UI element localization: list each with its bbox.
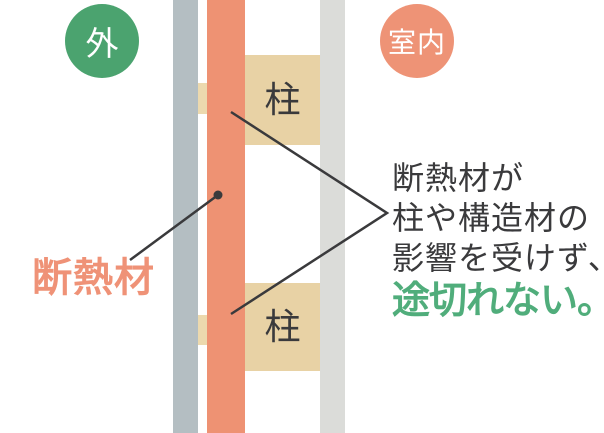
insulation-label: 断熱材 bbox=[32, 256, 155, 300]
lower-pillar-label: 柱 bbox=[264, 306, 301, 347]
upper-pillar: 柱 bbox=[245, 55, 320, 145]
outer-wall-layer bbox=[173, 0, 198, 433]
insulation-layer bbox=[207, 0, 245, 433]
inner-wall-layer bbox=[320, 0, 345, 433]
annotation-text: 断熱材が 柱や構造材の 影響を受けず、 途切れない。 bbox=[392, 158, 604, 324]
lower-pillar-stub bbox=[198, 315, 207, 345]
annotation-line-3: 影響を受けず、 bbox=[392, 240, 604, 276]
lower-pillar: 柱 bbox=[245, 283, 320, 371]
inside-badge-label: 室内 bbox=[387, 27, 446, 58]
annotation-line-4-highlight: 途切れない。 bbox=[392, 280, 604, 322]
inside-badge: 室内 bbox=[380, 4, 454, 78]
outside-badge: 外 bbox=[65, 4, 139, 78]
upper-pillar-stub bbox=[198, 83, 207, 114]
annotation-line-1: 断熱材が bbox=[392, 160, 525, 196]
outside-badge-label: 外 bbox=[85, 25, 119, 62]
upper-pillar-label: 柱 bbox=[264, 79, 301, 120]
annotation-line-2: 柱や構造材の bbox=[392, 200, 591, 236]
